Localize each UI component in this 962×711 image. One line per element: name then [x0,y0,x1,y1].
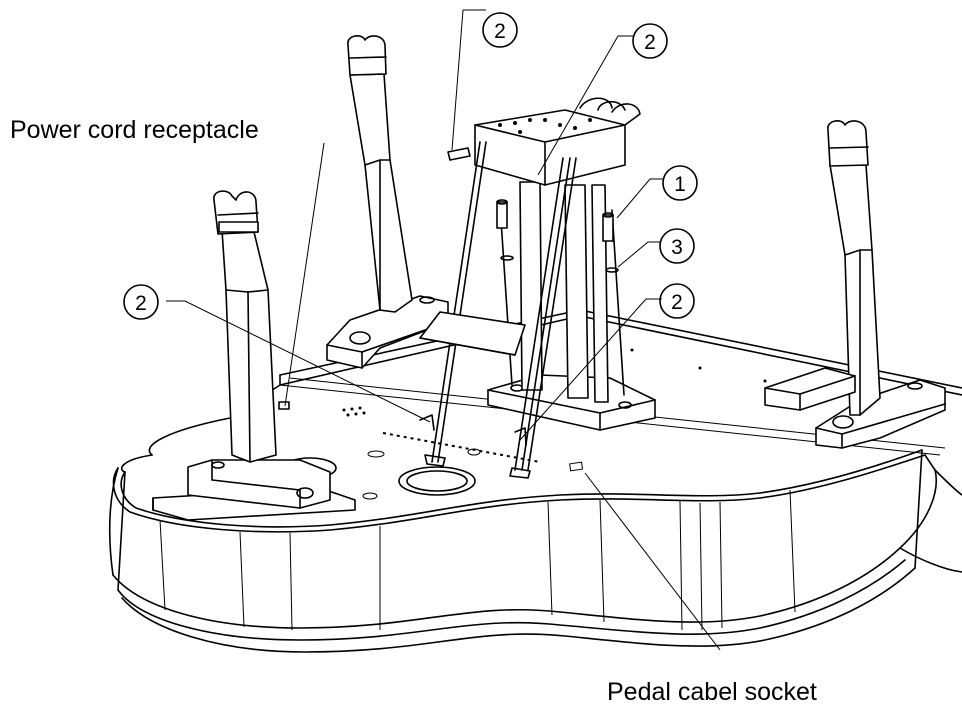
callout-c-left-2: 2 [123,284,159,320]
label-pedal-cable-socket: Pedal cabel socket [607,678,817,706]
svg-text:3: 3 [671,236,683,259]
label-power-cord-receptacle: Power cord receptacle [10,116,259,144]
pedal-lyre [419,97,656,479]
callout-c-mid-right-2: 2 [659,283,695,319]
cabinet-body [108,449,962,653]
leg-right-rear [815,120,946,449]
support-block-right [764,367,856,411]
screw-parts [447,147,619,273]
svg-text:1: 1 [674,173,686,196]
callout-c-right-1: 1 [662,165,698,201]
svg-text:2: 2 [135,292,147,315]
callout-c-top-center: 2 [632,23,668,59]
callout-c-right-3: 3 [659,228,695,264]
leg-left-rear [326,35,449,369]
callout-c-top-left: 2 [482,12,518,48]
leg-left-front [152,190,356,521]
callout-leaders [166,9,721,651]
svg-text:2: 2 [494,20,506,43]
svg-text:2: 2 [644,31,656,54]
svg-text:2: 2 [671,291,683,314]
